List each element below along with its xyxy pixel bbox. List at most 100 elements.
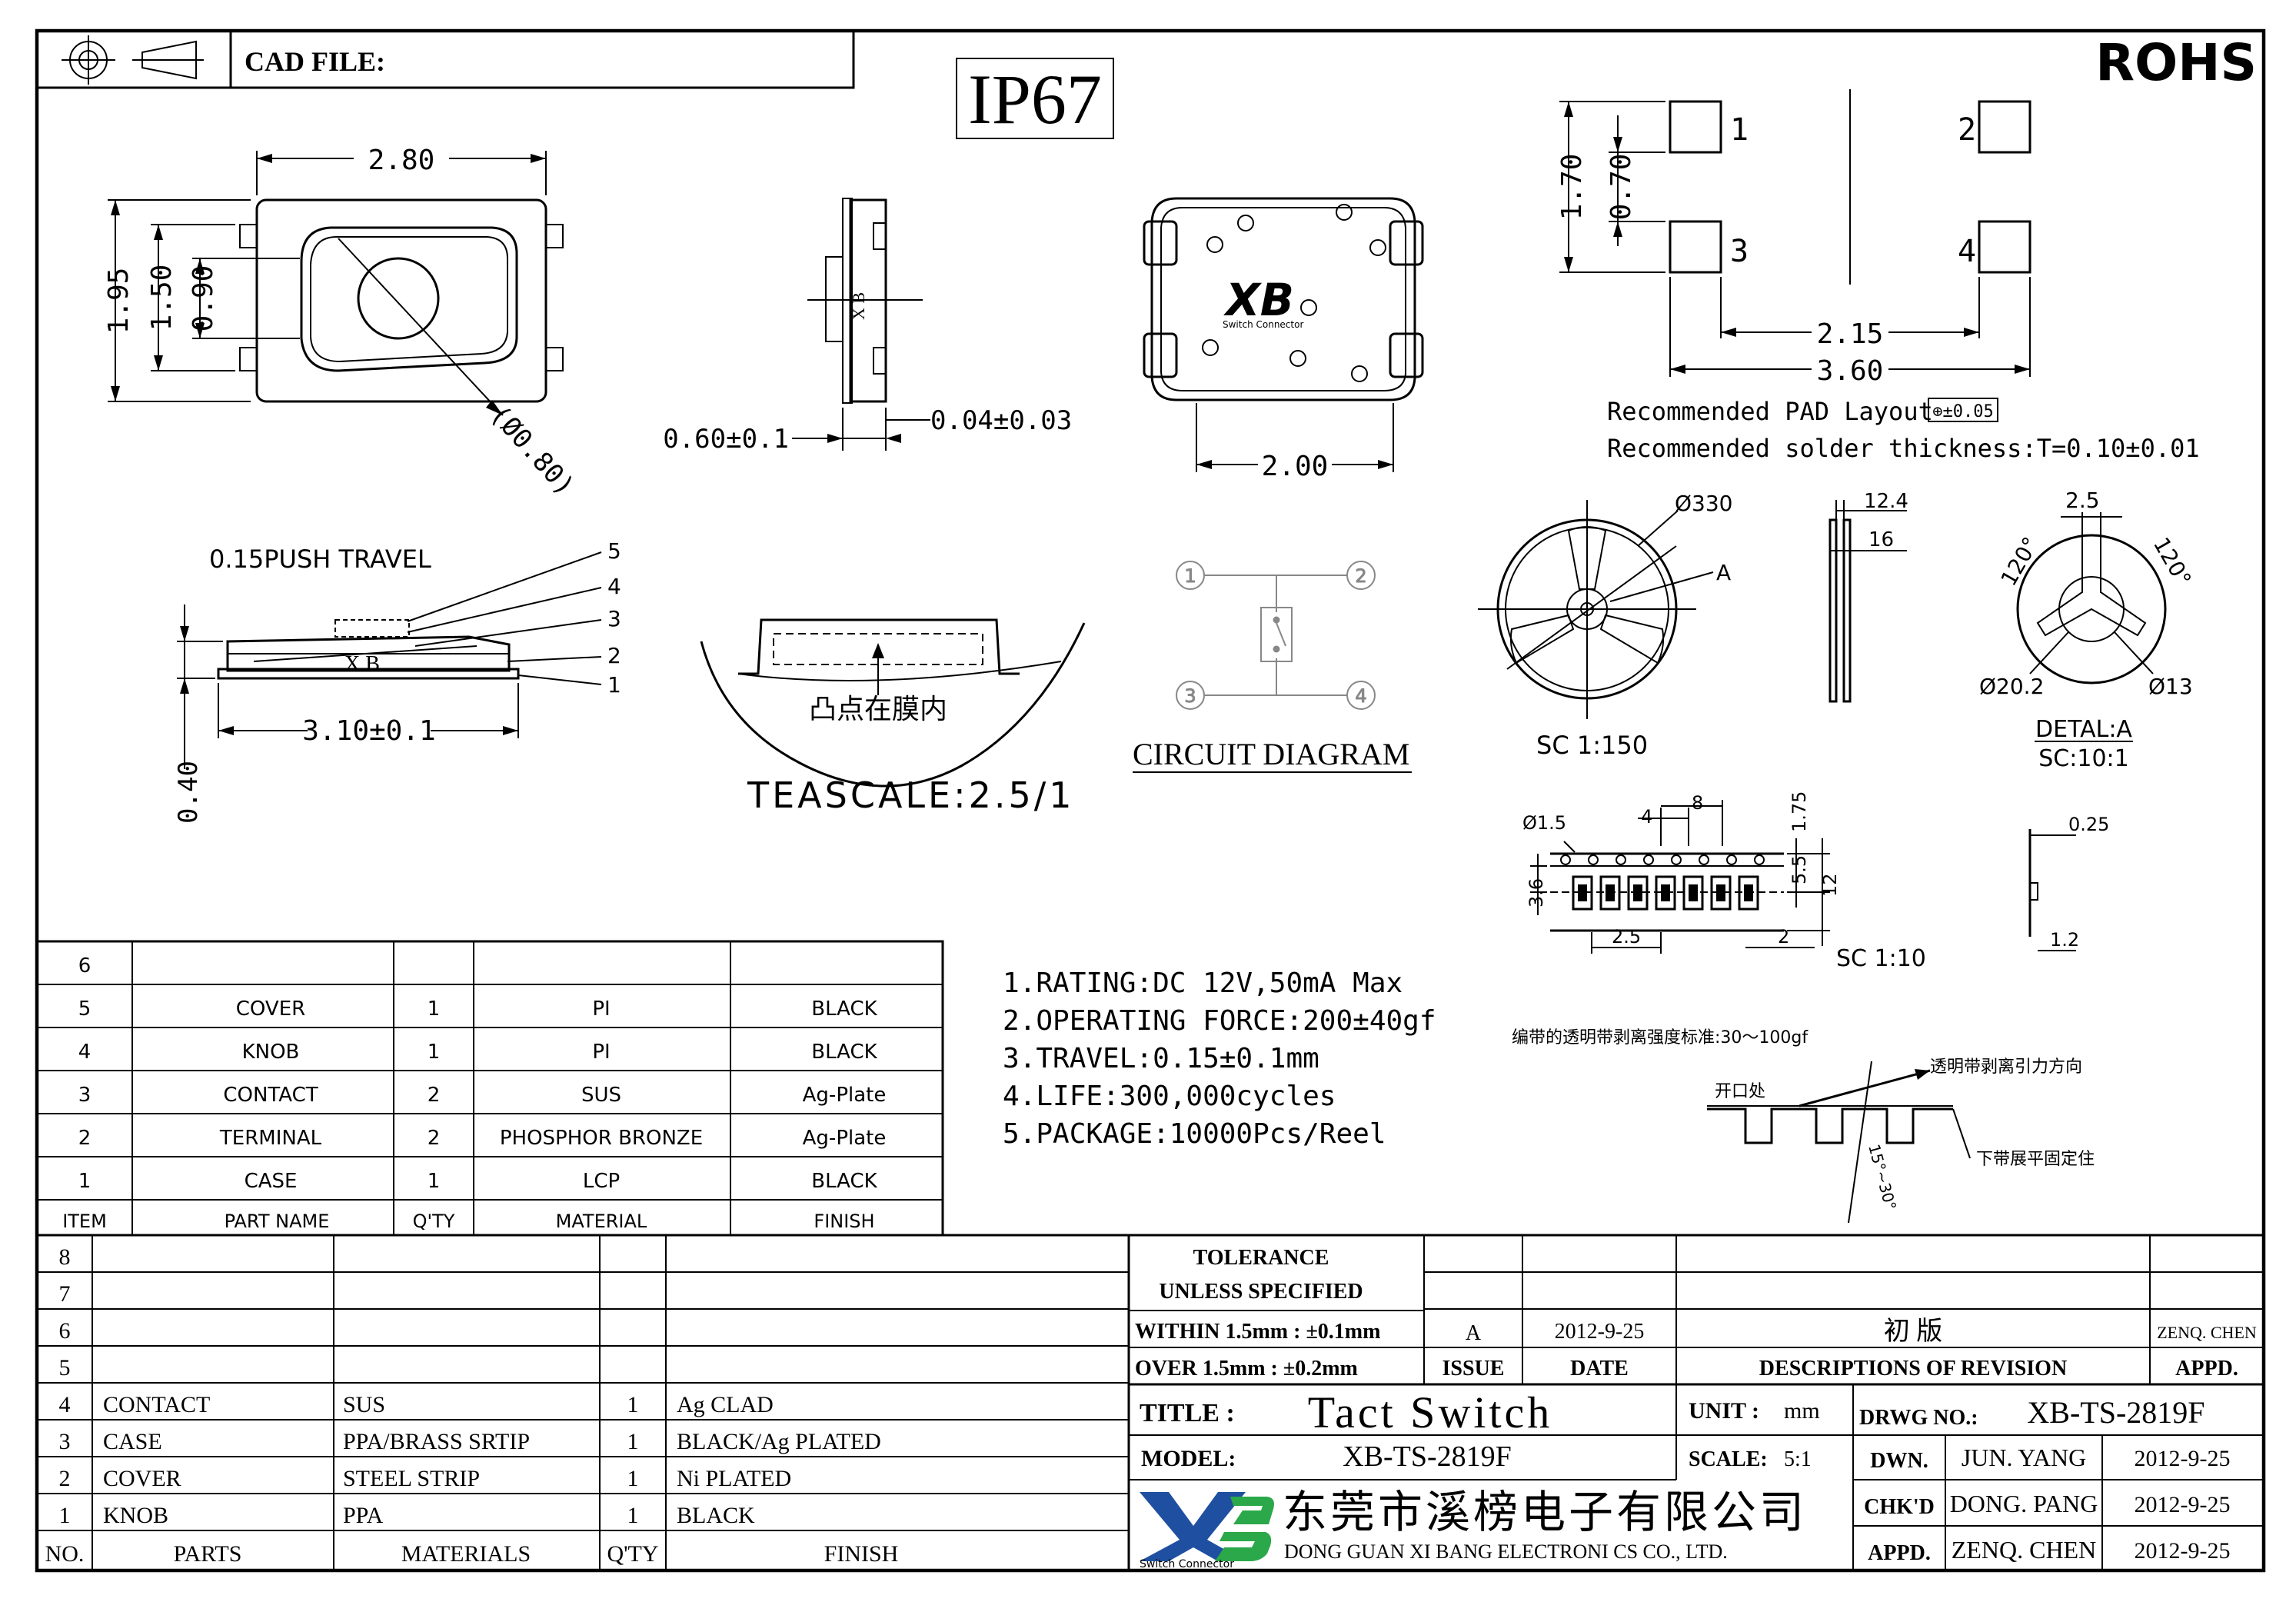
model-label: MODEL: xyxy=(1141,1446,1236,1471)
tape-sprocket-hole xyxy=(1754,854,1765,865)
pad-outer-width-dim: 3.60 xyxy=(1817,355,1884,387)
bom-table-cell: COVER xyxy=(103,1466,181,1491)
side-view: X B 0.60±0.1 0.04±0.03 xyxy=(663,198,1072,455)
callout-1: 1 xyxy=(607,672,621,698)
chkd-date: 2012-9-25 xyxy=(2135,1492,2231,1517)
push-travel-label: 0.15PUSH TRAVEL xyxy=(209,545,431,574)
parts-table-cell: 1 xyxy=(428,1170,441,1193)
bom-table-cell: CASE xyxy=(103,1429,162,1454)
tape-pitch-1: 4 xyxy=(1641,806,1652,828)
tape-sprocket-hole xyxy=(1726,854,1737,865)
pad-pin-4: 4 xyxy=(1958,234,1976,269)
rev-desc-header: DESCRIPTIONS OF REVISION xyxy=(1759,1357,2067,1381)
parts-table-cell: 3 xyxy=(78,1084,92,1107)
side-view-thickness-dim: 0.60±0.1 xyxy=(663,424,789,455)
scale-value: 5:1 xyxy=(1784,1447,1812,1471)
circuit-pin-1: 1 xyxy=(1184,565,1196,587)
tape-sprocket-hole xyxy=(1560,854,1571,865)
parts-table-cell: 5 xyxy=(78,998,92,1021)
drwg-label: DRWG NO.: xyxy=(1859,1406,1978,1430)
parts-table-cell: CONTACT xyxy=(223,1084,318,1107)
bom-table-cell: 1 xyxy=(627,1429,639,1454)
reel-width-2: 16 xyxy=(1868,528,1894,551)
section-width-dim: 3.10±0.1 xyxy=(302,715,435,747)
bom-table-cell: CONTACT xyxy=(103,1392,210,1417)
peel-direction: 透明带剥离引力方向 xyxy=(1930,1057,2082,1077)
detail-note: 凸点在膜内 xyxy=(809,694,947,725)
bom-table-cell: 3 xyxy=(59,1429,71,1454)
bom-table-cell: PPA/BRASS SRTIP xyxy=(343,1429,530,1454)
pad-inner-width-dim: 2.15 xyxy=(1817,318,1884,350)
pad-pin-2: 2 xyxy=(1958,112,1976,148)
parts-table-cell: PHOSPHOR BRONZE xyxy=(500,1127,703,1150)
detail-scale: TEASCALE:2.5/1 xyxy=(747,774,1075,816)
bom-table-cell: 1 xyxy=(627,1392,639,1417)
bom-table-cell: PPA xyxy=(343,1503,384,1528)
rev-date-header: DATE xyxy=(1570,1357,1629,1381)
title-label: TITLE : xyxy=(1140,1399,1235,1427)
bom-header-finish: FINISH xyxy=(824,1541,899,1567)
detail-view: 凸点在膜内 TEASCALE:2.5/1 xyxy=(700,618,1086,816)
unit-label: UNIT : xyxy=(1689,1398,1759,1424)
ip-rating-box: IP67 xyxy=(956,58,1114,139)
tape-hole-dia: Ø1.5 xyxy=(1522,812,1566,834)
parts-header-qty: Q'TY xyxy=(413,1211,455,1232)
pad-gap-dim: 0.70 xyxy=(1606,154,1637,221)
parts-header-finish: FINISH xyxy=(814,1211,874,1232)
tape-component xyxy=(1578,884,1587,901)
parts-table-cell: LCP xyxy=(583,1170,620,1193)
title-value: Tact Switch xyxy=(1308,1387,1553,1437)
parts-table-cell: 4 xyxy=(78,1041,92,1064)
projection-symbol-icon xyxy=(62,35,204,85)
bom-table-cell: SUS xyxy=(343,1392,385,1417)
tape-edge: 1.75 xyxy=(1789,791,1810,832)
reel-ref: A xyxy=(1716,560,1731,585)
tape-component xyxy=(1716,884,1725,901)
chkd-label: CHK'D xyxy=(1864,1495,1935,1519)
parts-table-cell: Ag-Plate xyxy=(803,1127,887,1150)
parts-table-cell: 1 xyxy=(428,1041,441,1064)
parts-table-cell: 1 xyxy=(428,998,441,1021)
parts-table-cell: PI xyxy=(592,1041,610,1064)
pad-height-dim: 1.70 xyxy=(1556,154,1588,221)
detail-dia-2: Ø13 xyxy=(2148,674,2193,699)
parts-table-cell: COVER xyxy=(236,998,305,1021)
top-view-mid-dim: 1.50 xyxy=(146,265,178,331)
bom-table-cell: BLACK xyxy=(677,1503,755,1528)
tape-h1: 5.5 xyxy=(1789,855,1810,884)
parts-table-cell: 2 xyxy=(428,1127,441,1150)
detail-scale-label: SC:10:1 xyxy=(2038,745,2128,772)
company-name-cn: 东莞市溪榜电子有限公司 xyxy=(1283,1487,1807,1537)
pad-tolerance: ⊕±0.05 xyxy=(1932,402,1993,421)
bom-table-cell: 8 xyxy=(59,1244,71,1270)
parts-table-cell: 1 xyxy=(78,1170,92,1193)
tape-side-depth: 1.2 xyxy=(2050,929,2079,951)
spec-item: 5.PACKAGE:10000Pcs/Reel xyxy=(1003,1118,1386,1150)
callout-4: 4 xyxy=(607,574,621,599)
parts-table-cell: TERMINAL xyxy=(219,1127,322,1150)
callout-2: 2 xyxy=(607,643,621,668)
tolerance-subtitle: UNLESS SPECIFIED xyxy=(1159,1280,1363,1304)
section-height-dim: 0.40 xyxy=(173,761,204,824)
title-block: TOLERANCE UNLESS SPECIFIED WITHIN 1.5mm … xyxy=(1127,1234,2265,1572)
circuit-pin-4: 4 xyxy=(1355,685,1366,707)
bom-table-cell: BLACK/Ag PLATED xyxy=(677,1429,881,1454)
bom-table-cell: 2 xyxy=(59,1466,71,1491)
tape-scale: SC 1:10 xyxy=(1836,945,1926,972)
bom-table-cell: 1 xyxy=(59,1503,71,1528)
parts-table-cell: 2 xyxy=(428,1084,441,1107)
reel-width-1: 12.4 xyxy=(1864,490,1908,513)
body-view: XB Switch Connector 2.00 xyxy=(1143,197,1424,482)
appd-date: 2012-9-25 xyxy=(2135,1538,2231,1564)
callout-5: 5 xyxy=(607,538,621,564)
rev-date: 2012-9-25 xyxy=(1555,1320,1645,1344)
bom-table-cell: STEEL STRIP xyxy=(343,1466,480,1491)
bom-header-materials: MATERIALS xyxy=(401,1541,531,1567)
spec-item: 1.RATING:DC 12V,50mA Max xyxy=(1003,968,1403,999)
bom-table-cell: 7 xyxy=(59,1281,71,1307)
parts-table-cell: BLACK xyxy=(811,998,877,1021)
rev-description: 初 版 xyxy=(1884,1317,1943,1346)
